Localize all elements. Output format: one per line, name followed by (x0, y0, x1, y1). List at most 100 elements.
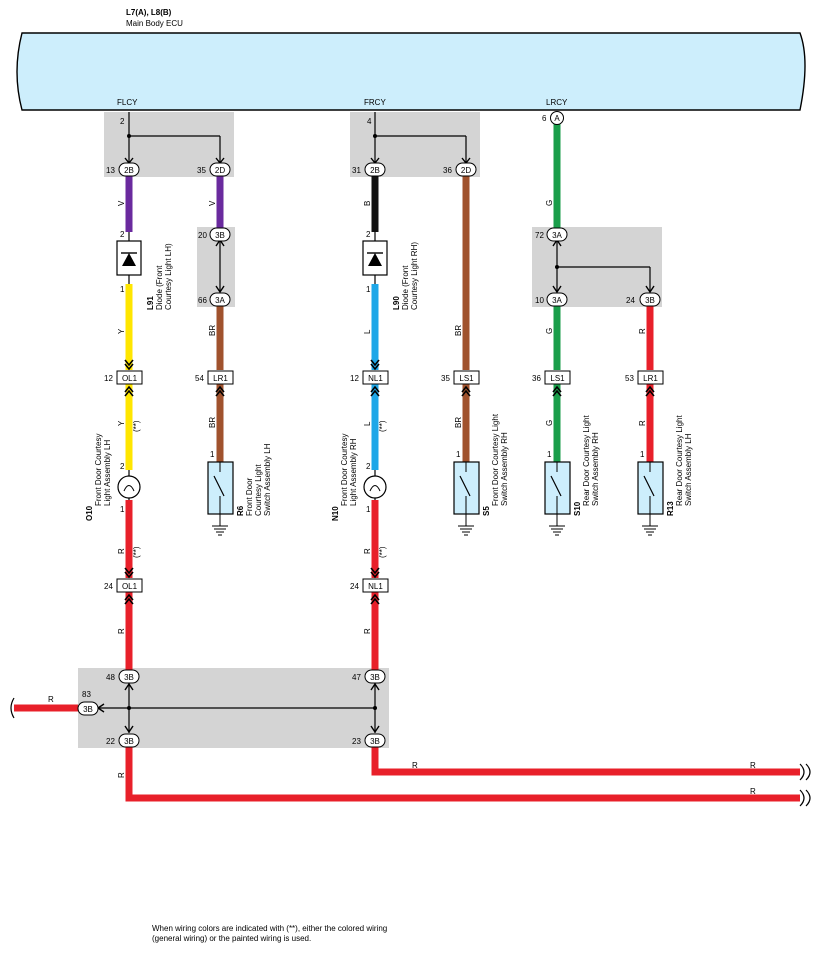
main-body-ecu (16, 32, 806, 111)
connector-2B: 2B (124, 166, 134, 175)
junction-arrows (96, 157, 655, 734)
code-y-2: Y (117, 420, 126, 426)
s5-id: S5 (482, 506, 491, 516)
ecu-pin-frcy: FRCY (364, 98, 386, 107)
pin-47: 47 (352, 673, 361, 682)
pin-53: 53 (625, 374, 634, 383)
code-g-2: G (545, 328, 554, 334)
pin-54: 54 (195, 374, 204, 383)
wire-codes: V V Y Y (**) BR BR B L L (**) BR BR G G … (48, 200, 756, 796)
code-g: G (545, 200, 554, 206)
pin-83: 83 (82, 690, 91, 699)
l90-name: Diode (Front (401, 265, 410, 310)
colored-wires (14, 124, 800, 802)
l91-id: L91 (146, 296, 155, 310)
pin-36: 36 (443, 166, 452, 175)
code-g-3: G (545, 420, 554, 426)
pin-48: 48 (106, 673, 115, 682)
connector-LR1-rear: LR1 (643, 374, 658, 383)
s10-name2: Switch Assembly RH (591, 432, 600, 506)
r6-id: R6 (236, 505, 245, 516)
junction-dots (127, 134, 559, 710)
pin-4: 4 (367, 117, 372, 126)
code-star-r-lh: (**) (132, 546, 141, 558)
code-r-lh: R (117, 548, 126, 554)
connector-OL1-24: OL1 (122, 582, 138, 591)
connector-LR1: LR1 (213, 374, 228, 383)
code-r-rh: R (363, 548, 372, 554)
pill-connectors: 2B 2D 2B 2D 3B 3A A 3A 3A 3B 3B 3B 3B 3B… (77, 111, 661, 748)
connector-3B-23: 3B (370, 737, 380, 746)
pin-66: 66 (198, 296, 207, 305)
switch-s10-pin-1: 1 (547, 450, 552, 459)
code-r-rear: R (638, 328, 647, 334)
connector-LS1: LS1 (459, 374, 474, 383)
connector-3B-22: 3B (124, 737, 134, 746)
code-r-rear-2: R (638, 420, 647, 426)
connector-LS1-rear: LS1 (550, 374, 565, 383)
diode-l90 (362, 232, 388, 284)
code-star-y: (**) (132, 420, 141, 432)
connector-3B-24: 3B (645, 296, 655, 305)
switch-s5-pin-1: 1 (456, 450, 461, 459)
pin-12b: 12 (350, 374, 359, 383)
pin-36b: 36 (532, 374, 541, 383)
code-l: L (363, 329, 372, 334)
o10-id: O10 (85, 505, 94, 521)
wire-break-marks (10, 697, 811, 807)
code-b: B (363, 201, 372, 206)
pin-35: 35 (197, 166, 206, 175)
l90-name2: Courtesy Light RH) (410, 242, 419, 310)
diode-l91 (116, 232, 142, 284)
r6-name2: Courtesy Light (254, 464, 263, 516)
connector-A: A (554, 114, 560, 123)
component-labels: L91 Diode (Front Courtesy Light LH) L90 … (85, 242, 693, 521)
connector-2D-rh: 2D (461, 166, 471, 175)
code-br-lh-2: BR (208, 417, 217, 428)
connector-3A-66: 3A (215, 296, 225, 305)
l91-name2: Courtesy Light LH) (164, 243, 173, 310)
connector-2B-rh: 2B (370, 166, 380, 175)
connector-OL1: OL1 (122, 374, 138, 383)
lamp-pin-1: 1 (120, 505, 125, 514)
pin-24c: 24 (350, 582, 359, 591)
switch-s10 (544, 461, 571, 536)
switch-r13 (637, 461, 664, 536)
pin-22: 22 (106, 737, 115, 746)
pin-31: 31 (352, 166, 361, 175)
code-br-rh-2: BR (454, 417, 463, 428)
n10-name: Front Door Courtesy (340, 434, 349, 506)
code-r-lh-2: R (117, 628, 126, 634)
s5-name2: Switch Assembly RH (500, 432, 509, 506)
r6-name: Front Door (245, 477, 254, 516)
code-r-23-end: R (750, 761, 756, 770)
pin-2: 2 (120, 117, 125, 126)
connector-3B-20: 3B (215, 231, 225, 240)
r13-id: R13 (666, 501, 675, 516)
connector-2D: 2D (215, 166, 225, 175)
s10-name: Rear Door Courtesy Light (582, 415, 591, 506)
code-r-rh-2: R (363, 628, 372, 634)
code-r-83: R (48, 695, 54, 704)
wire-red-ground-22 (125, 746, 800, 802)
connector-3B-48: 3B (124, 673, 134, 682)
lamp-o10 (117, 470, 141, 500)
code-star-l: (**) (378, 420, 387, 432)
code-y: Y (117, 328, 126, 334)
r6-name3: Switch Assembly LH (263, 443, 272, 516)
connector-NL1: NL1 (368, 374, 383, 383)
pin-23: 23 (352, 737, 361, 746)
code-r-22-end: R (750, 787, 756, 796)
o10-name: Front Door Courtesy (94, 434, 103, 506)
n10-id: N10 (331, 506, 340, 521)
lamp-rh-pin-2: 2 (366, 462, 371, 471)
switch-r6 (207, 461, 234, 536)
code-v-2d: V (208, 200, 217, 206)
switch-s5 (453, 461, 480, 536)
ecu-subtitle: Main Body ECU (126, 19, 183, 28)
connector-3A-72: 3A (552, 231, 562, 240)
r13-name2: Switch Assembly LH (684, 433, 693, 506)
pin-24b: 24 (104, 582, 113, 591)
pin-20: 20 (198, 231, 207, 240)
